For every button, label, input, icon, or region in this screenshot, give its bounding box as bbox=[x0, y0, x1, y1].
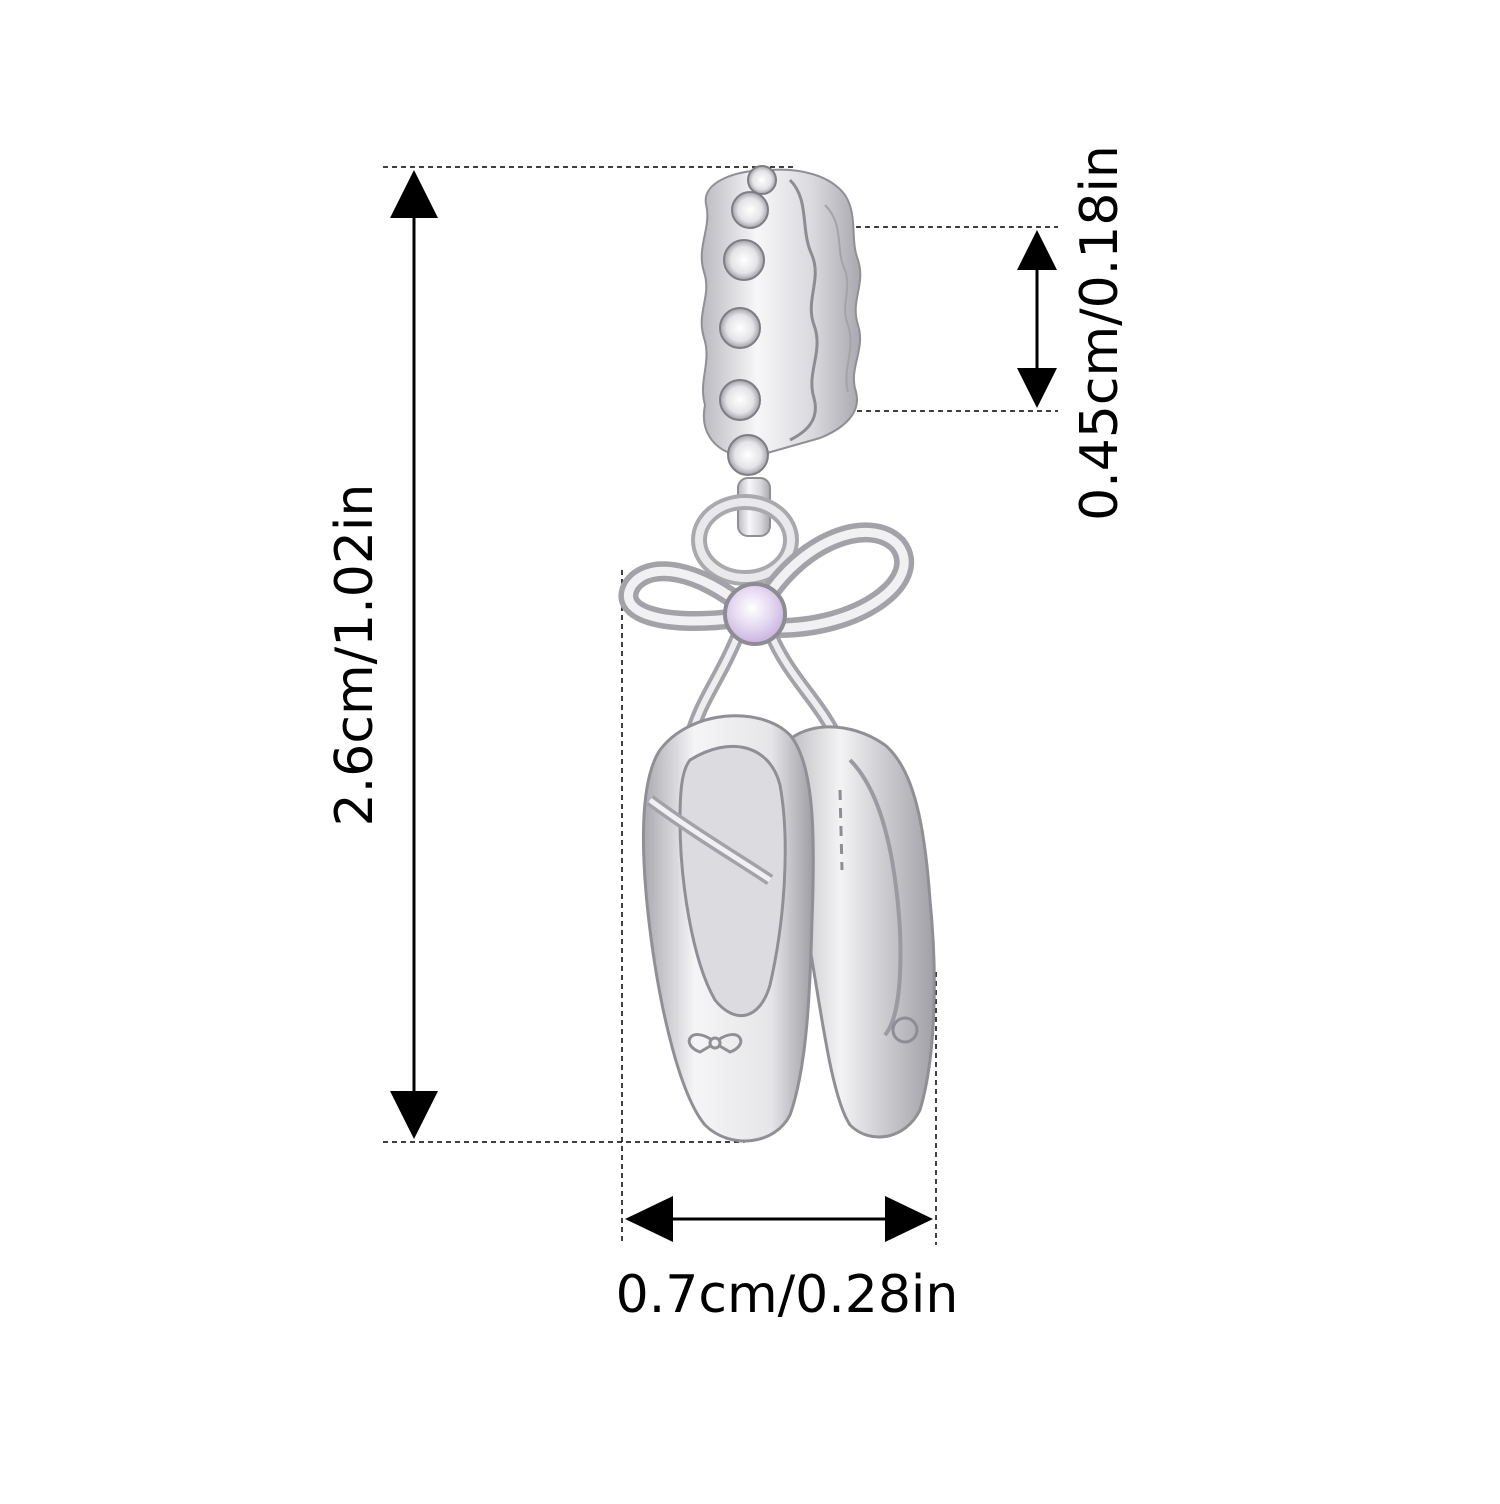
arrow-left-icon bbox=[625, 1196, 673, 1242]
arrow-down-icon bbox=[1017, 368, 1057, 408]
pink-gemstone bbox=[723, 582, 787, 646]
small-bow-icon bbox=[687, 1033, 743, 1054]
width-dimension-label: 0.7cm/0.28in bbox=[615, 1265, 959, 1325]
bead-with-crystals bbox=[700, 165, 862, 476]
left-ballet-shoe bbox=[641, 714, 815, 1143]
arrow-up-icon bbox=[390, 170, 438, 218]
crystal-stones bbox=[719, 165, 777, 476]
height-dimension-label: 2.6cm/1.02in bbox=[325, 483, 385, 827]
arrow-down-icon bbox=[390, 1091, 438, 1139]
width-dimension bbox=[621, 570, 937, 1245]
arrow-right-icon bbox=[885, 1196, 933, 1242]
arrow-up-icon bbox=[1017, 230, 1057, 270]
height-dimension bbox=[383, 166, 795, 1143]
hole-dimension-label: 0.45cm/0.18in bbox=[1070, 145, 1130, 521]
bail-connector bbox=[691, 477, 799, 586]
